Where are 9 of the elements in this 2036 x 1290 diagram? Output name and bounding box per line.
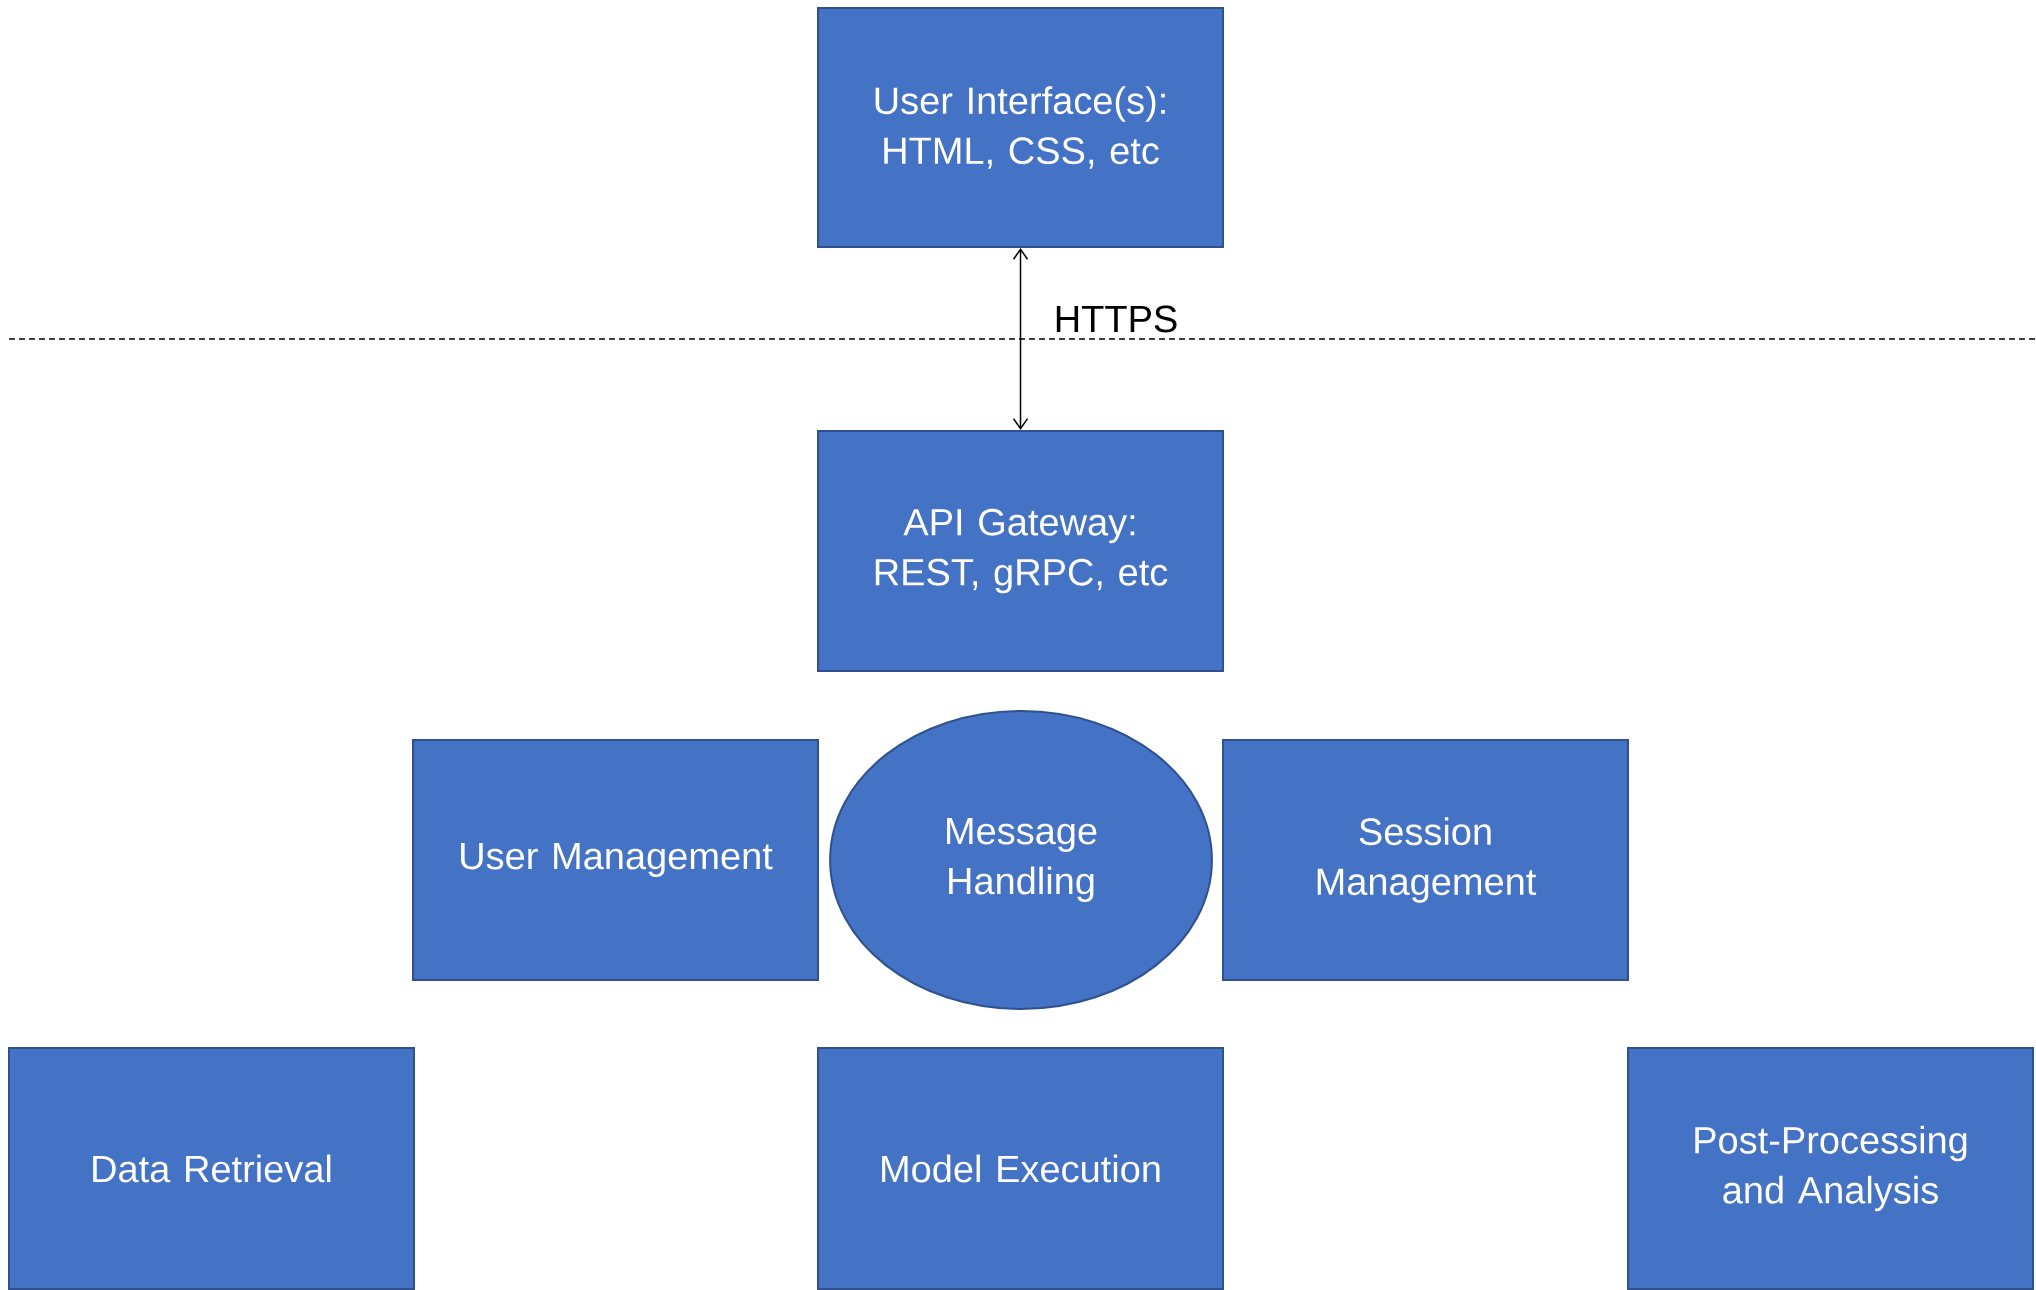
process-box: Session Management xyxy=(1222,739,1629,981)
process-box: User Management xyxy=(412,739,819,981)
process-box: Data Retrieval xyxy=(8,1047,415,1290)
arrow xyxy=(1012,248,1029,430)
process-box: Post-Processing and Analysis xyxy=(1627,1047,2035,1290)
process-box: Model Execution xyxy=(817,1047,1224,1290)
process-box: User Interface(s): HTML, CSS, etc xyxy=(817,7,1224,248)
edge-label: HTTPS xyxy=(1056,305,1177,333)
process-box: API Gateway: REST, gRPC, etc xyxy=(817,430,1224,672)
